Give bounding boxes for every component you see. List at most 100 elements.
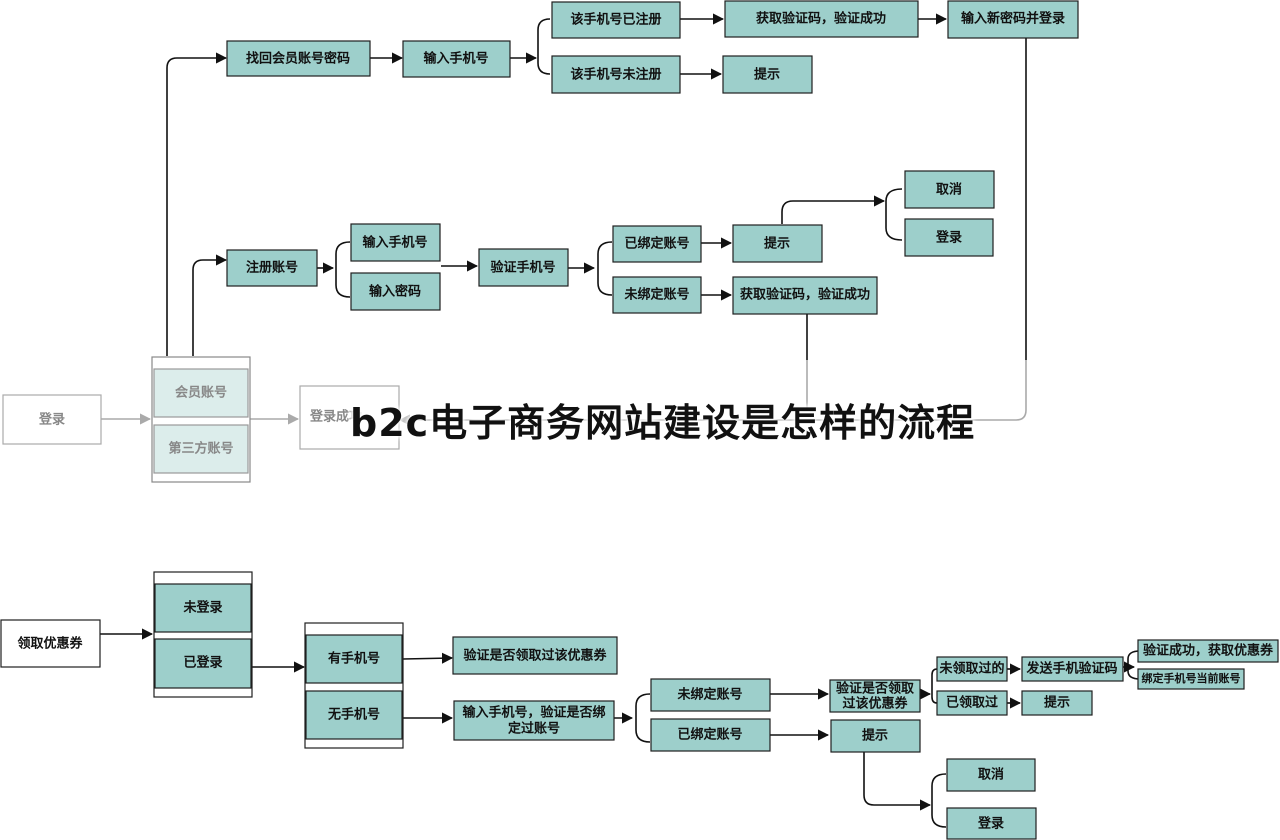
node-get-code-success-2[interactable]: 获取验证码，验证成功	[732, 276, 878, 315]
node-bind-phone-label: 绑定手机号当前账号	[1142, 671, 1241, 685]
node-unbound-account-label: 未绑定账号	[623, 287, 689, 303]
edge-split-bracket-1	[537, 18, 551, 75]
node-member-account-label: 会员账号	[175, 385, 227, 401]
node-hint-2-label: 提示	[764, 236, 790, 252]
node-bound-account-label: 已绑定账号	[624, 236, 689, 252]
node-get-coupon[interactable]: 领取优惠券	[0, 619, 101, 668]
node-verify-phone-label: 验证手机号	[490, 260, 555, 276]
node-login-3-label: 登录	[977, 816, 1004, 832]
node-input-new-password-label: 输入新密码并登录	[961, 11, 1065, 27]
node-has-phone[interactable]: 有手机号	[305, 634, 403, 684]
edge-bind-bracket	[635, 693, 651, 743]
node-phone-not-registered[interactable]: 该手机号未注册	[551, 55, 681, 94]
node-not-logged-in[interactable]: 未登录	[154, 583, 252, 633]
node-login-label: 登录	[38, 412, 65, 428]
node-hint-2[interactable]: 提示	[732, 224, 823, 263]
node-login-success-label: 登录成功	[309, 409, 362, 425]
node-bind-phone[interactable]: 绑定手机号当前账号	[1137, 668, 1245, 690]
node-bound-account-2[interactable]: 已绑定账号	[650, 718, 771, 752]
node-cancel-2-label: 取消	[978, 767, 1004, 783]
node-input-phone-verify-line1: 输入手机号，验证是否绑	[462, 705, 605, 721]
node-no-phone-label: 无手机号	[327, 707, 380, 723]
node-verify-coupon-taken-label: 验证是否领取过该优惠券	[463, 648, 607, 664]
page-title: b2c电子商务网站建设是怎样的流程	[350, 401, 976, 445]
node-hint-3[interactable]: 提示	[830, 719, 921, 753]
node-has-phone-label: 有手机号	[328, 651, 380, 667]
node-member-account[interactable]: 会员账号	[153, 368, 249, 418]
node-verify-phone[interactable]: 验证手机号	[478, 248, 569, 287]
node-hint-1-label: 提示	[754, 67, 780, 83]
node-register-account-label: 注册账号	[246, 260, 298, 276]
node-input-new-password[interactable]: 输入新密码并登录	[947, 0, 1079, 39]
node-verify-coupon[interactable]: 验证是否领取 过该优惠券	[829, 679, 921, 713]
node-login-3[interactable]: 登录	[946, 807, 1037, 840]
node-login-success[interactable]: 登录成功	[299, 385, 400, 450]
node-third-party-account[interactable]: 第三方账号	[153, 424, 249, 474]
node-register-account[interactable]: 注册账号	[226, 249, 318, 287]
node-cancel-1-label: 取消	[936, 182, 962, 198]
node-cancel-2[interactable]: 取消	[946, 758, 1036, 792]
node-verify-success-label: 验证成功，获取优惠券	[1143, 643, 1274, 659]
node-input-phone-2[interactable]: 输入手机号	[350, 223, 441, 262]
node-send-code-label: 发送手机验证码	[1025, 661, 1117, 677]
edge-has-phone-to-verify	[402, 652, 454, 664]
node-get-code-1-label: 获取验证码，验证成功	[756, 11, 886, 27]
node-verify-coupon-line2: 过该优惠券	[842, 696, 908, 712]
node-find-password-label: 找回会员账号密码	[246, 51, 350, 67]
node-input-phone-2-label: 输入手机号	[362, 235, 427, 251]
node-third-party-label: 第三方账号	[168, 441, 233, 457]
node-get-code-2-label: 获取验证码，验证成功	[740, 287, 870, 303]
node-verify-success[interactable]: 验证成功，获取优惠券	[1137, 639, 1279, 663]
edge-member-to-register	[192, 254, 228, 356]
node-hint-4-label: 提示	[1044, 695, 1070, 711]
edge-member-to-find-password	[166, 52, 228, 356]
node-unbound-account[interactable]: 未绑定账号	[612, 276, 702, 314]
node-input-password[interactable]: 输入密码	[350, 272, 441, 311]
edge-hint-to-cancel-login	[863, 752, 932, 811]
edge-cancel-login-bracket	[885, 188, 903, 241]
node-get-code-success-1[interactable]: 获取验证码，验证成功	[724, 0, 919, 38]
bottom-flow-edges	[100, 628, 1141, 828]
node-logged-in[interactable]: 已登录	[154, 638, 252, 689]
node-phone-registered-label: 该手机号已注册	[570, 12, 661, 28]
node-login[interactable]: 登录	[2, 394, 102, 445]
node-no-phone[interactable]: 无手机号	[305, 690, 403, 740]
edge-verify-bracket	[597, 241, 613, 296]
edge-success-bracket	[1127, 650, 1141, 680]
faded-group: 登录 会员账号 第三方账号 登录成功	[2, 356, 400, 483]
node-input-phone-verify[interactable]: 输入手机号，验证是否绑 定过账号	[453, 700, 615, 741]
node-phone-not-registered-label: 该手机号未注册	[570, 67, 661, 83]
node-not-taken-label: 未领取过的	[938, 661, 1004, 677]
edge-cancel-login-bracket	[931, 773, 947, 828]
node-taken-label: 已领取过	[946, 695, 998, 711]
node-cancel-1[interactable]: 取消	[904, 170, 995, 209]
node-login-2-label: 登录	[935, 230, 962, 246]
node-send-code[interactable]: 发送手机验证码	[1021, 656, 1124, 682]
node-bound-account[interactable]: 已绑定账号	[612, 225, 702, 263]
node-verify-coupon-taken[interactable]: 验证是否领取过该优惠券	[452, 636, 618, 675]
node-get-coupon-label: 领取优惠券	[17, 636, 83, 652]
node-input-phone-1-label: 输入手机号	[423, 51, 488, 67]
node-not-logged-in-label: 未登录	[182, 600, 222, 616]
edge-register-bracket	[335, 241, 351, 298]
node-logged-in-label: 已登录	[183, 655, 222, 671]
node-hint-3-label: 提示	[862, 728, 888, 744]
edge-taken-bracket	[931, 668, 938, 704]
node-bound-account-2-label: 已绑定账号	[677, 727, 742, 743]
node-not-taken[interactable]: 未领取过的	[936, 656, 1008, 682]
top-flow-edges	[101, 13, 1027, 426]
node-login-2[interactable]: 登录	[904, 218, 994, 257]
node-find-password[interactable]: 找回会员账号密码	[226, 40, 371, 77]
node-verify-coupon-line1: 验证是否领取	[836, 681, 915, 697]
node-input-password-label: 输入密码	[369, 284, 421, 300]
node-input-phone-verify-line2: 定过账号	[507, 721, 560, 737]
node-input-phone-1[interactable]: 输入手机号	[402, 40, 511, 78]
node-phone-registered[interactable]: 该手机号已注册	[551, 1, 681, 39]
edge-new-password-to-success	[398, 360, 1027, 426]
node-hint-4[interactable]: 提示	[1021, 690, 1093, 716]
node-hint-1[interactable]: 提示	[722, 55, 813, 94]
node-taken[interactable]: 已领取过	[936, 690, 1008, 716]
node-unbound-account-2[interactable]: 未绑定账号	[650, 678, 771, 712]
node-unbound-account-2-label: 未绑定账号	[676, 687, 742, 703]
